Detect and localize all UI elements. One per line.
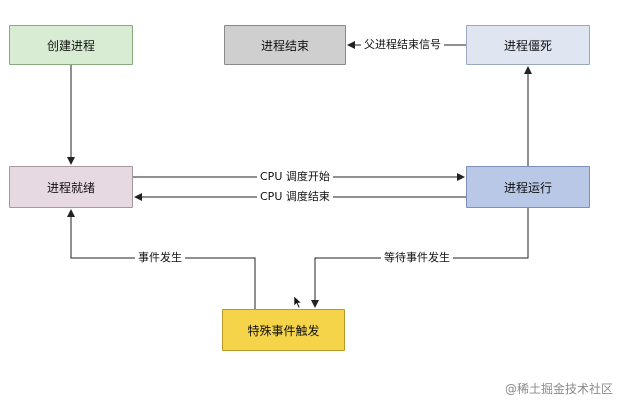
watermark: @稀土掘金技术社区 (504, 382, 613, 396)
node-special-event: 特殊事件触发 (222, 309, 345, 351)
node-run-label: 进程运行 (503, 180, 552, 195)
label-parent-end-signal: 父进程结束信号 (361, 38, 444, 52)
node-end-label: 进程结束 (260, 38, 309, 53)
node-process-zombie: 进程僵死 (466, 25, 590, 65)
node-create-process: 创建进程 (9, 25, 133, 65)
label-cpu-schedule-end: CPU 调度结束 (257, 190, 333, 204)
node-ready-label: 进程就绪 (46, 180, 95, 195)
node-process-running: 进程运行 (466, 166, 590, 208)
mouse-cursor-icon (293, 295, 303, 309)
label-wait-event: 等待事件发生 (381, 251, 453, 265)
label-event-occur: 事件发生 (135, 251, 185, 265)
label-cpu-schedule-start: CPU 调度开始 (257, 170, 333, 184)
node-process-ready: 进程就绪 (9, 166, 133, 208)
node-zombie-label: 进程僵死 (503, 38, 552, 53)
node-event-label: 特殊事件触发 (247, 323, 320, 338)
node-create-label: 创建进程 (46, 38, 95, 53)
node-process-end: 进程结束 (224, 25, 346, 65)
